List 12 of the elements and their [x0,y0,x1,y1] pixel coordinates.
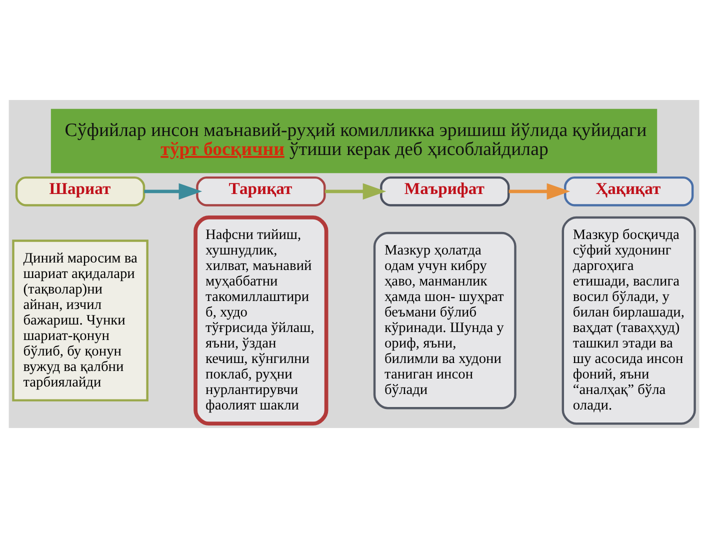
arrow [508,183,570,200]
arrow [144,183,202,200]
node-box: Нафсни тийиш, хушнудлик, хилват, маънавий муҳаббатни такомиллаштири б, худо тўғрисида ўйлаш, яъни, ўздан кечиш, кўнгилни поклаб, руҳни нурлантирувчи фаолият шакли [194,216,328,426]
node-box: Шариат [15,176,146,206]
arrow [324,183,386,200]
node-box: Диний маросим ва шариат ақидалари (тақволар)ни айнан, изчил бажариш. Чунки шариат-қонун бўлиб, бу қонун вужуд ва қалбни тарбиялайди [12,240,148,402]
node-box: Мазкур ҳолатда одам учун кибру ҳаво, манманлик ҳамда шон- шуҳрат беъмани бўлиб кўринади. Шунда у ориф, яъни, билимли ва худони таниган инсон бўлади [373,232,516,410]
node-box: Ҳақиқат [564,176,694,206]
node-box: Тариқат [196,176,326,206]
node-box: Мазкур босқичда сўфий худонинг даргоҳига етишади, васлига восил бўлади, у билан бирлашади, ваҳдат (таваҳҳуд) ташкил этади ва шу асосида инсон фоний, яъни “аналҳақ” бўла олади. [562,216,696,425]
diagram-title: Сўфийлар инсон маънавий-руҳий комилликка эришиш йўлида қуйидаги тўрт босқични ўтиши керак деб ҳисоблайдилар [64,120,647,160]
node-box: Маърифат [380,176,510,206]
